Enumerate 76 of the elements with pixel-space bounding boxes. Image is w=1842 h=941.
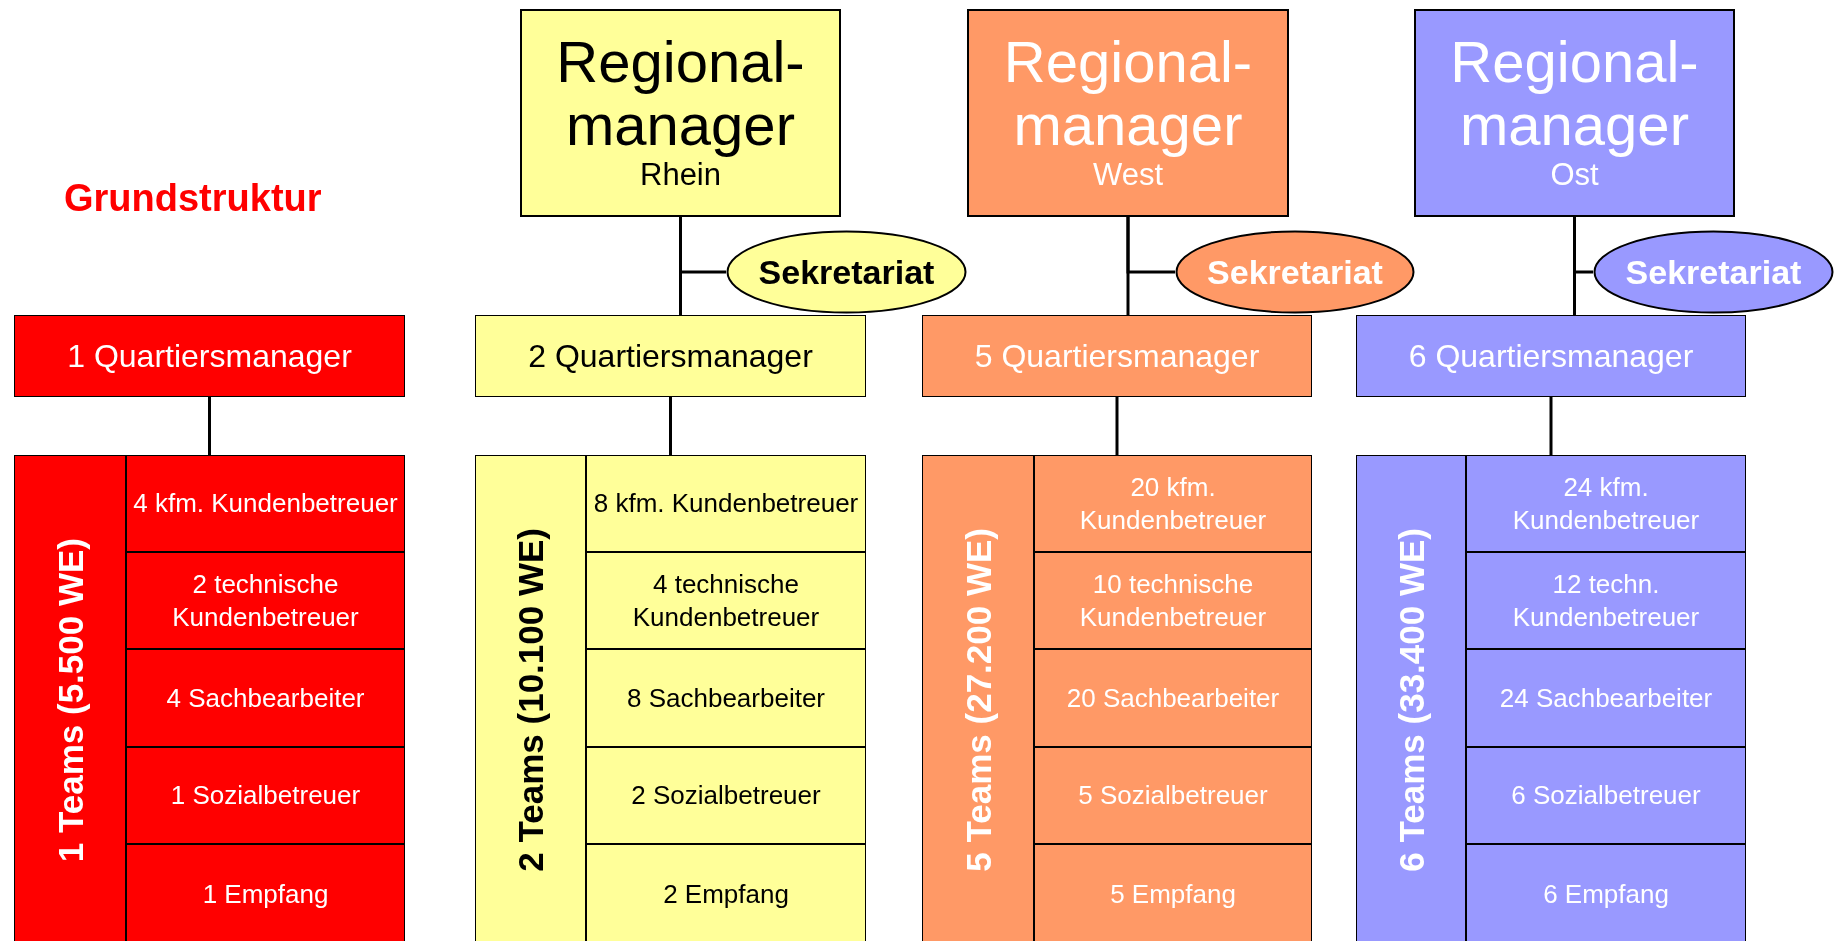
staff-label: 1 Sozialbetreuer [170,778,361,812]
manager-title: Regional- manager [1002,31,1254,157]
staff-label: 6 Sozialbetreuer [1511,778,1701,812]
staff-cell [1466,552,1746,650]
manager-box [14,315,405,397]
team-band [475,455,586,941]
staff-cell [586,552,866,650]
connector-line [679,217,682,315]
staff-label: 8 Sachbearbeiter [627,681,825,715]
staff-label: 20 Sachbearbeiter [1066,681,1280,715]
secretariat-label: Sekretariat [1625,255,1802,289]
manager-label: 5 Quartiersmanager [974,340,1260,372]
staff-cell [586,649,866,747]
staff-label: 8 kfm. Kundenbetreuer [593,487,859,520]
staff-cell [1466,455,1746,553]
staff-label: 10 technische Kundenbetreuer [1078,568,1268,634]
staff-cell [586,843,866,941]
connector-line [1126,217,1130,315]
staff-cell [1034,746,1312,844]
staff-cell [586,455,866,553]
manager-label: 6 Quartiersmanager [1408,340,1694,372]
staff-cell [126,746,405,844]
staff-cell [126,649,405,747]
manager-title: Regional- manager [1449,31,1700,157]
staff-label: 24 kfm. Kundenbetreuer [1511,471,1701,537]
staff-label: 4 kfm. Kundenbetreuer [133,487,398,520]
staff-label: 2 Sozialbetreuer [631,778,821,812]
region-name: Ost [1550,157,1599,195]
connector-line [208,397,211,455]
staff-cell [126,552,405,650]
staff-label: 5 Sozialbetreuer [1078,778,1268,812]
team-band [1356,455,1466,941]
staff-label: 4 technische Kundenbetreuer [631,568,821,634]
manager-box [520,9,841,217]
manager-label: 1 Quartiersmanager [67,340,352,372]
team-label: 6 Teams (33.400 WE) [1393,528,1429,872]
manager-box [1414,9,1735,217]
staff-cell [1466,649,1746,747]
staff-label: 2 technische Kundenbetreuer [171,568,360,634]
staff-cell [1034,455,1312,553]
staff-label: 24 Sachbearbeiter [1499,681,1713,715]
staff-cell [1034,843,1312,941]
manager-box [922,315,1312,397]
staff-label: 4 Sachbearbeiter [166,681,365,715]
staff-cell [1466,843,1746,941]
staff-label: 20 kfm. Kundenbetreuer [1078,471,1268,537]
team-label: 1 Teams (5.500 WE) [52,537,88,863]
staff-label: 1 Empfang [202,877,329,911]
manager-label: 2 Quartiersmanager [528,340,813,372]
staff-label: 5 Empfang [1110,877,1236,911]
team-label: 2 Teams (10.100 WE) [513,528,548,872]
region-name: Rhein [640,157,721,195]
staff-cell [1034,649,1312,747]
manager-box [967,9,1289,217]
staff-cell [126,455,405,553]
secretariat-label: Sekretariat [758,255,935,289]
team-band [14,455,126,941]
connector-line [1573,217,1576,315]
region-name: West [1092,157,1164,195]
manager-box [1356,315,1746,397]
team-band [922,455,1034,941]
connector-line [1549,397,1553,455]
staff-label: 6 Empfang [1543,877,1669,911]
staff-cell [1034,552,1312,650]
staff-label: 2 Empfang [663,877,789,911]
staff-cell [586,746,866,844]
manager-title: Regional- manager [555,31,806,157]
staff-label: 12 techn. Kundenbetreuer [1511,568,1701,634]
manager-box [475,315,866,397]
team-label: 5 Teams (27.200 WE) [960,528,996,872]
connector-line [669,397,672,455]
connector-line [1115,397,1119,455]
staff-cell [1466,746,1746,844]
secretariat-label: Sekretariat [1207,255,1383,289]
staff-cell [126,843,405,941]
diagram-heading: Grundstruktur [64,176,322,221]
